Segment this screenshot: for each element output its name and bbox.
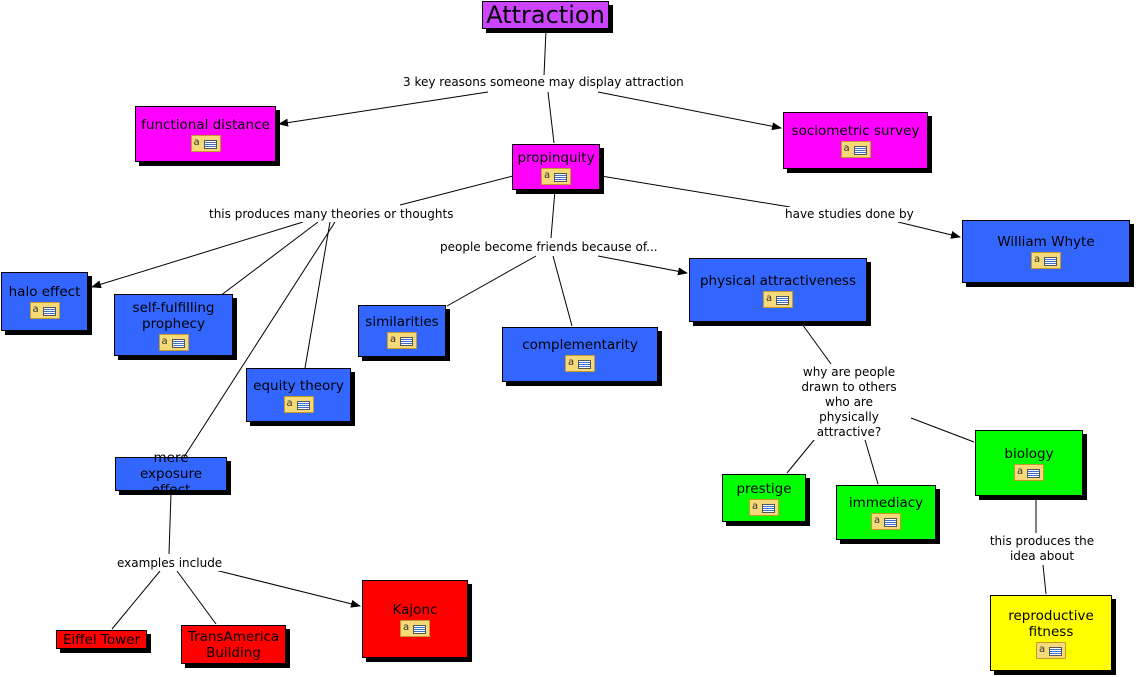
concept-label: TransAmerica Building — [187, 628, 280, 661]
concept-self-fulfilling-prophecy[interactable]: self-fulfilling prophecy a — [114, 294, 233, 356]
connector-line — [597, 255, 688, 276]
note-annotation-icon[interactable]: a — [29, 302, 60, 319]
connector-line — [214, 569, 361, 608]
note-annotation-icon[interactable]: a — [1036, 641, 1066, 659]
note-annotation-icon[interactable]: a — [1031, 252, 1061, 269]
connector-line — [547, 91, 555, 144]
link-label-studies-done-by: have studies done by — [783, 207, 916, 222]
concept-label: halo effect — [8, 284, 81, 300]
note-annotation-icon[interactable]: a — [840, 141, 871, 158]
concept-label: propinquity — [517, 149, 595, 166]
concept-physical-attractiveness[interactable]: physical attractiveness a — [689, 258, 867, 322]
connector-line — [897, 221, 961, 239]
connector-line — [910, 417, 975, 443]
connector-line — [111, 570, 161, 630]
concept-immediacy[interactable]: immediacy a — [836, 485, 936, 540]
concept-label: Kajonc — [392, 601, 438, 618]
connector-line — [1042, 564, 1047, 595]
connector-line — [543, 29, 547, 77]
connector-line — [399, 175, 514, 206]
concept-kajonc[interactable]: Kajonc a — [362, 580, 468, 658]
concept-transamerica-building[interactable]: TransAmerica Building — [181, 625, 286, 664]
note-annotation-icon[interactable]: a — [190, 134, 221, 152]
concept-label: William Whyte — [997, 234, 1095, 250]
concept-label: similarities — [365, 313, 439, 330]
concept-label: biology — [1004, 445, 1054, 462]
concept-complementarity[interactable]: complementarity a — [502, 327, 658, 382]
concept-label: prestige — [736, 480, 792, 497]
link-label-produces-idea: this produces the idea about — [986, 534, 1098, 564]
link-label-key-reasons: 3 key reasons someone may display attrac… — [401, 75, 686, 90]
note-annotation-icon[interactable]: a — [387, 331, 417, 349]
concept-label: equity theory — [253, 377, 344, 394]
link-label-why-drawn: why are people drawn to others who are p… — [792, 365, 906, 440]
concept-attraction[interactable]: Attraction — [482, 1, 609, 29]
note-annotation-icon[interactable]: a — [565, 355, 595, 372]
connector-line — [552, 255, 573, 327]
connector-line — [446, 255, 537, 307]
connector-line — [219, 221, 319, 297]
note-annotation-icon[interactable]: a — [400, 619, 430, 637]
concept-propinquity[interactable]: propinquity a — [512, 144, 600, 190]
concept-label: self-fulfilling prophecy — [132, 299, 215, 332]
concept-biology[interactable]: biology a — [975, 430, 1083, 496]
note-annotation-icon[interactable]: a — [283, 395, 314, 413]
concept-similarities[interactable]: similarities a — [358, 305, 446, 357]
connector-line — [801, 323, 832, 365]
connector-line — [183, 221, 336, 458]
concept-reproductive-fitness[interactable]: reproductive fitness a — [990, 595, 1112, 671]
concept-william-whyte[interactable]: William Whyte a — [962, 220, 1130, 283]
concept-sociometric-survey[interactable]: sociometric survey a — [783, 112, 928, 169]
concept-label: sociometric survey — [791, 123, 920, 139]
concept-label: complementarity — [522, 337, 638, 353]
connector-line — [168, 492, 172, 555]
connector-line — [304, 221, 331, 369]
link-label-examples-include: examples include — [115, 556, 225, 571]
concept-label: physical attractiveness — [699, 272, 856, 289]
connector-line — [550, 189, 556, 239]
concept-mere-exposure-effect[interactable]: mere exposure effect — [115, 450, 227, 498]
connector-line — [600, 175, 791, 208]
link-label-friends-because: people become friends because of... — [438, 240, 660, 255]
note-annotation-icon[interactable]: a — [541, 167, 571, 185]
concept-label: immediacy — [848, 495, 924, 511]
concept-label: mere exposure effect — [139, 450, 203, 498]
note-annotation-icon[interactable]: a — [871, 513, 901, 530]
connector-line — [176, 570, 217, 625]
concept-eiffel-tower[interactable]: Eiffel Tower — [56, 630, 147, 649]
connector-line — [278, 91, 489, 127]
concept-functional-distance[interactable]: functional distance a — [135, 106, 276, 162]
note-annotation-icon[interactable]: a — [763, 290, 793, 308]
concept-prestige[interactable]: prestige a — [722, 474, 806, 522]
concept-label: functional distance — [141, 116, 270, 133]
connector-line — [597, 91, 782, 131]
connector-line — [91, 221, 304, 289]
concept-label: reproductive fitness — [1008, 607, 1094, 640]
concept-label: Eiffel Tower — [62, 631, 141, 648]
concept-label: Attraction — [486, 1, 605, 29]
note-annotation-icon[interactable]: a — [749, 498, 779, 516]
link-label-theories: this produces many theories or thoughts — [207, 207, 456, 222]
concept-halo-effect[interactable]: halo effect a — [1, 272, 88, 331]
concept-equity-theory[interactable]: equity theory a — [246, 368, 351, 422]
note-annotation-icon[interactable]: a — [158, 333, 189, 351]
note-annotation-icon[interactable]: a — [1014, 463, 1044, 481]
